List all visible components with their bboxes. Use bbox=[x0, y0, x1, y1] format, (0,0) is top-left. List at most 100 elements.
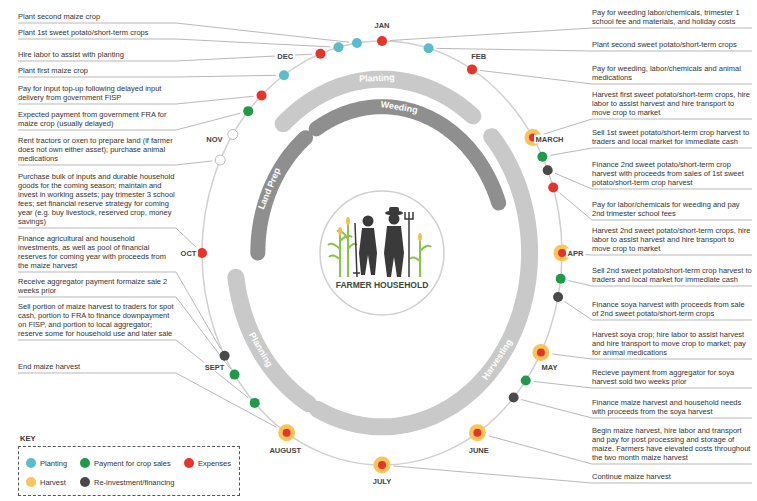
activity-note: Plant 1st sweet potato/short-term crops bbox=[18, 28, 176, 37]
maize-plants bbox=[328, 223, 431, 277]
activity-note: Pay for labor/chemicals for weeding and … bbox=[592, 200, 752, 218]
event-dot bbox=[315, 49, 325, 59]
event-dot bbox=[257, 90, 267, 100]
legend-swatch bbox=[184, 458, 194, 468]
leader-line bbox=[18, 75, 276, 77]
legend-swatch bbox=[26, 477, 36, 487]
activity-note: Rent tractors or oxen to prepare land (i… bbox=[18, 136, 176, 163]
legend-item: Payment for crop sales bbox=[80, 458, 171, 468]
event-dot bbox=[230, 370, 240, 380]
event-dot bbox=[374, 457, 391, 474]
activity-note: Plant second sweet potato/short-term cro… bbox=[592, 40, 752, 49]
event-dot bbox=[469, 424, 486, 441]
month-ring bbox=[202, 41, 562, 465]
node-text: FARMER HOUSEHOLD bbox=[322, 280, 442, 290]
activity-note: Purchase bulk of inputs and durable hous… bbox=[18, 172, 176, 226]
legend-item: Expenses bbox=[184, 458, 231, 468]
node-text: Planting bbox=[359, 74, 395, 85]
event-dot bbox=[467, 64, 477, 74]
leader-line bbox=[559, 193, 752, 220]
activity-note: Sell 2nd sweet potato/short-term crop ha… bbox=[592, 266, 752, 284]
event-dot bbox=[543, 165, 553, 175]
legend-text: Planting bbox=[40, 459, 67, 468]
event-dot bbox=[424, 43, 434, 53]
legend-swatch bbox=[80, 477, 90, 487]
leader-lines bbox=[18, 23, 752, 483]
legend-swatch bbox=[80, 458, 90, 468]
event-dot bbox=[537, 152, 547, 162]
season-band bbox=[236, 277, 308, 403]
event-dot bbox=[250, 398, 260, 408]
event-dot bbox=[548, 182, 558, 192]
activity-note: Begin maize harvest, hire labor and tran… bbox=[592, 426, 752, 462]
month-label: OCT bbox=[179, 249, 199, 258]
event-dot bbox=[228, 129, 238, 139]
activity-note: Sell portion of maize harvest to traders… bbox=[18, 302, 176, 338]
event-dot bbox=[278, 424, 295, 441]
month-label: SEPT bbox=[203, 362, 227, 371]
month-label: AUGUST bbox=[267, 446, 303, 455]
leader-line bbox=[390, 28, 752, 41]
activity-note: Recieve payment from aggregator for soya… bbox=[592, 368, 752, 386]
month-label: DEC bbox=[275, 51, 295, 60]
month-label: MARCH bbox=[534, 135, 566, 144]
event-dot bbox=[509, 393, 519, 403]
activity-note: Plant first maize crop bbox=[18, 66, 176, 75]
month-label: JUNE bbox=[467, 446, 491, 455]
event-dot bbox=[553, 292, 563, 302]
season-band bbox=[316, 107, 499, 203]
event-dot bbox=[532, 344, 549, 361]
farmer-illustration bbox=[320, 191, 444, 315]
activity-note: Finance maize harvest and household need… bbox=[592, 398, 752, 416]
activity-note: Pay for input top-up following delayed i… bbox=[18, 84, 176, 102]
event-dot bbox=[279, 70, 289, 80]
leader-line bbox=[573, 254, 752, 255]
month-label: JULY bbox=[371, 476, 393, 485]
leader-line bbox=[18, 39, 330, 47]
event-dot bbox=[220, 351, 230, 361]
activity-note: Continue maize harvest bbox=[592, 472, 752, 481]
legend-swatch bbox=[26, 458, 36, 468]
event-dot bbox=[333, 42, 343, 52]
leader-line bbox=[18, 340, 248, 398]
leader-line bbox=[18, 373, 276, 427]
legend-item: Re-investment/financing bbox=[80, 477, 174, 487]
activity-note: Harvest 2nd sweet potato/short-term crop… bbox=[592, 226, 752, 253]
month-label: APR bbox=[566, 249, 586, 258]
legend-box bbox=[18, 446, 240, 496]
legend-item: Planting bbox=[26, 458, 67, 468]
event-dots bbox=[197, 36, 571, 474]
activity-note: Hire labor to assist with planting bbox=[18, 50, 176, 59]
leader-line bbox=[550, 148, 752, 155]
activity-note: Plant second maize crop bbox=[18, 12, 176, 21]
activity-note: Receive aggregator payment formaize sale… bbox=[18, 277, 176, 295]
legend-text: Expenses bbox=[198, 459, 231, 468]
activity-note: Expected payment from government FRA for… bbox=[18, 110, 176, 128]
event-dot bbox=[215, 155, 225, 165]
month-label: MAY bbox=[540, 362, 560, 371]
leader-line bbox=[393, 466, 752, 483]
event-dot bbox=[352, 38, 362, 48]
legend-text: Payment for crop sales bbox=[94, 459, 171, 468]
month-label: FEB bbox=[469, 51, 488, 60]
season-band-label: Harvesting bbox=[480, 335, 517, 384]
farmer-figures bbox=[359, 207, 404, 277]
season-band-label: Planting bbox=[356, 73, 398, 85]
leader-line bbox=[18, 272, 221, 349]
household-circle: FARMER HOUSEHOLD bbox=[322, 280, 442, 290]
activity-note: End maize harvest bbox=[18, 362, 176, 371]
season-band bbox=[258, 138, 306, 253]
event-dot bbox=[197, 248, 207, 258]
activity-note: Finance 2nd sweet potato/short-term crop… bbox=[592, 160, 752, 187]
event-dot bbox=[377, 36, 387, 46]
month-label: JAN bbox=[372, 21, 391, 30]
activity-note: Sell 1st sweet potato/short-term crop ha… bbox=[592, 128, 752, 146]
season-band bbox=[317, 137, 529, 427]
center-circle bbox=[320, 191, 444, 315]
event-dot bbox=[521, 376, 531, 386]
activity-note: Pay for weeding labor/chemicals, trimest… bbox=[592, 8, 752, 26]
activity-note: Harvest first sweet potato/short-term cr… bbox=[592, 90, 752, 117]
activity-note: Finance soya harvest with proceeds from … bbox=[592, 300, 752, 318]
event-dot bbox=[556, 274, 566, 284]
